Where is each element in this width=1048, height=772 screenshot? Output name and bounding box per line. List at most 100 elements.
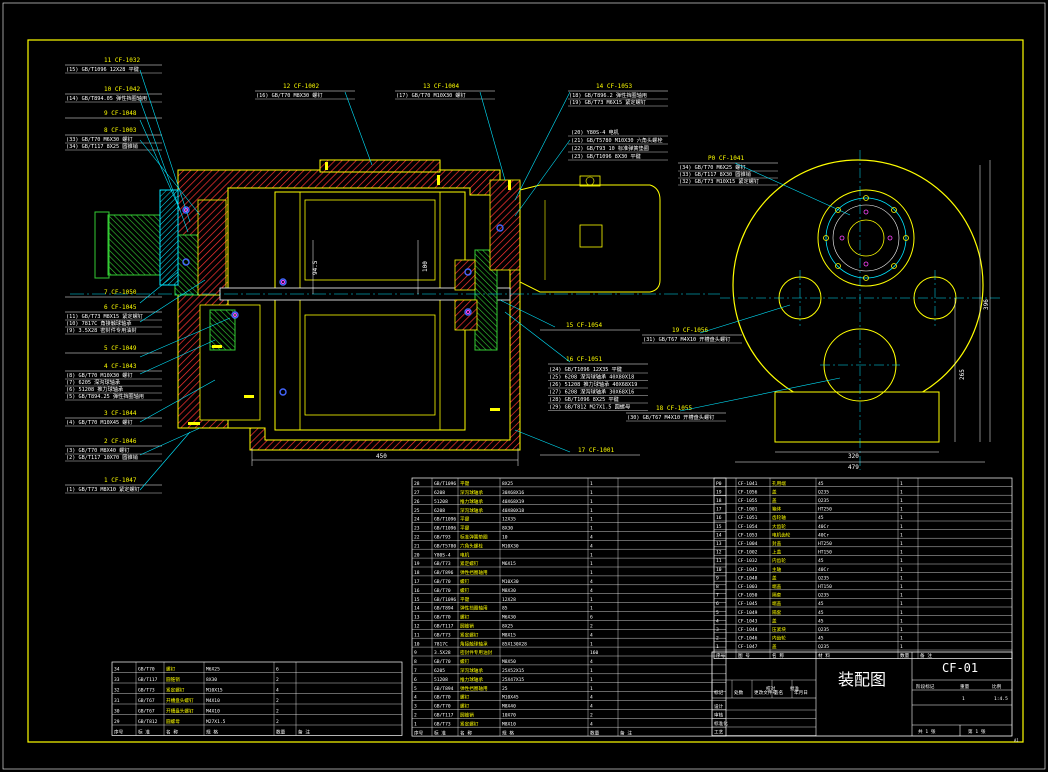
title-block-role: 批准 [790,685,800,692]
bom-mid-cell: 4 [590,543,593,549]
scale-value: 1:4.5 [994,696,1008,702]
bom-mid-cell: 平键 [460,596,470,603]
bom-mid-cell: 2 [590,624,593,630]
bom-right-header: 备 注 [920,652,932,659]
bom-right-cell: 1 [900,532,903,538]
title-block-role: 工艺 [714,730,724,736]
scale-label: 比例 [992,683,1002,690]
stage-label: 阶段标记 [916,683,935,690]
bom-mid-cell: M8X30 [502,588,516,594]
bom-right-cell: 主轴 [772,566,782,573]
bom-mid-cell: 1 [414,721,417,727]
bom-right-cell: 1 [900,627,903,633]
callout-6: 6 CF-1045 [104,304,137,311]
bom-right: P019181716151413121110987654321序号CF-1041… [713,477,1013,659]
bom-right-cell: Q235 [818,498,829,504]
bom-right-cell: 1 [900,575,903,581]
bom-mid-cell: 19 [414,561,420,567]
bom-mid-cell: GB/T1096 [434,481,456,487]
bom-right-cell: Q235 [818,489,829,495]
callout-3: 3 CF-1044 [104,410,137,417]
bom-mid-cell: 螺钉 [460,694,470,701]
bom-left-cell: 32 [114,688,120,694]
callout-2-part: (2) GB/T117 10X70 圆锥销 [66,453,138,461]
bom-right-cell: CF-1048 [738,575,758,581]
bom-mid-cell: 4 [590,704,593,710]
bom-mid-cell: M8X10 [502,721,516,727]
callout-6-part: (10) 7817C 角接触球轴承 [66,319,132,327]
bom-mid-cell: M6X15 [502,561,516,567]
callout-9: 9 CF-1048 [104,110,137,117]
lower-gear [209,309,236,351]
bom-right-cell: CF-1004 [738,541,758,547]
callout-P0-part: (33) GB/T117 8X30 圆锥销 [679,170,751,178]
callout-13: 13 CF-1004 [423,83,460,90]
bom-right-cell: CF-1050 [738,593,758,599]
bom-mid-cell: 160 [590,650,599,656]
bom-left-cell: 开槽盘头螺钉 [166,708,194,715]
bom-mid-cell: GB/T1096 [434,517,456,523]
bom-right-cell: Q235 [818,575,829,581]
callout-12: 12 CF-1002 [283,83,320,90]
bom-mid-cell: 1 [590,490,593,496]
callout-17: 17 CF-1001 [578,447,615,454]
bom-mid-cell: 深沟球轴承 [460,507,483,514]
bom-mid-cell: 标准弹簧垫圈 [460,534,488,541]
bom-right-cell: CF-1041 [738,481,758,487]
bom-left-cell: M4X10 [206,709,220,715]
bom-right-cell: 内齿轮 [772,557,786,564]
bom-mid-cell: 圆锥销 [460,623,474,630]
bom-mid-cell: 25 [502,686,508,692]
bom-right-cell: CF-1002 [738,550,758,556]
callouts-mid: (20) Y80S-4 电机(21) GB/T5780 M10X30 六角头螺栓… [540,128,668,456]
bom-mid-header: 名 称 [460,729,472,736]
bom-left-cell: 开槽盘头螺钉 [166,697,194,704]
bom-mid-cell: 4 [590,535,593,541]
bom-right-cell: 上盖 [772,549,782,556]
bom-right-cell: 5 [716,610,719,616]
bom-mid-cell: 紧定螺钉 [460,560,479,567]
bom-mid-cell: 6 [590,615,593,621]
callout-13-part: (17) GB/T70 M10X30 螺钉 [396,91,466,99]
bom-mid-cell: GB/T896 [434,570,454,576]
callout-8-part: (33) GB/T70 M6X30 螺钉 [66,135,133,143]
callout-16: 16 CF-1051 [566,356,603,363]
bom-left-cell: 6 [276,667,279,673]
bom-mid-cell: GB/T5780 [434,543,456,549]
bom-right-cell: 1 [900,550,903,556]
bom-left-cell: 4 [276,688,279,694]
bom-mid-cell: 7817C [434,641,448,647]
bom-left-cell: 30 [114,709,120,715]
bom-mid-cell: 1 [590,561,593,567]
bom-right-header: 名 称 [772,652,784,659]
end-view: 320 479 265 396 [720,150,1000,471]
callout-7: 7 CF-1050 [104,289,137,296]
bom-right-cell: CF-1053 [738,532,758,538]
bom-right-cell: 9 [716,575,719,581]
bom-right-cell: HT250 [818,507,832,513]
bom-mid-cell: GB/T73 [434,632,451,638]
bom-mid-cell: 4 [590,695,593,701]
bom-left-header: 名 称 [166,729,178,736]
bom-mid-cell: 六角头螺栓 [460,542,483,549]
bom-mid-cell: GB/T70 [434,659,451,665]
bom-right-cell: CF-1054 [738,524,758,530]
bom-left-cell: 2 [276,719,279,725]
callout-mid-part: (21) GB/T5780 M10X30 六角头螺栓 [571,136,663,144]
bom-right-cell: 45 [818,515,824,521]
title-block-role: 校对 [766,685,776,692]
bom-mid-cell: M10X45 [502,695,519,701]
bom-left-header: 序号 [114,729,124,736]
dim-450: 450 [376,453,387,460]
bom-mid-cell: 紧定螺钉 [460,720,479,727]
callout-P0: P0 CF-1041 [708,155,745,162]
bom-mid-cell: 螺钉 [460,578,470,585]
callout-11-part: (15) GB/T1096 12X28 平键 [66,65,139,73]
section-view: 450 94.5 100 [70,159,720,466]
bom-mid-cell: 螺钉 [460,587,470,594]
bom-mid-cell: 12 [414,624,420,630]
callout-2: 2 CF-1046 [104,438,137,445]
bom-right-cell: 压紧块 [772,626,786,633]
bom-mid-cell: 平键 [460,525,470,532]
